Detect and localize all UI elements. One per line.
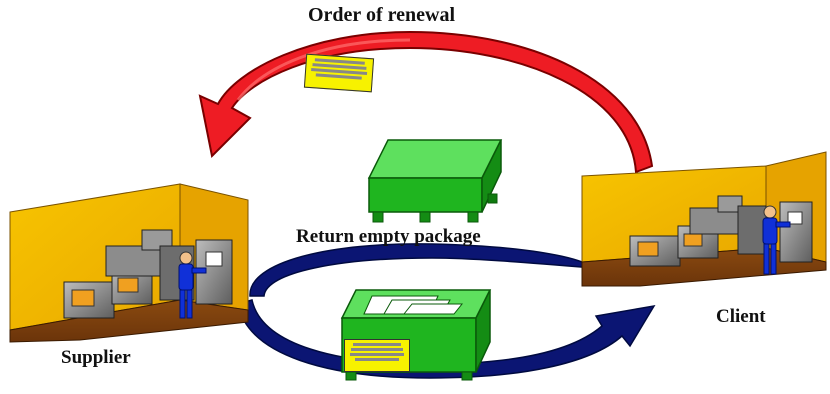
diagram-title: Order of renewal bbox=[308, 4, 456, 26]
return-empty-package-label: Return empty package bbox=[296, 226, 481, 247]
kanban-card-icon bbox=[303, 53, 375, 93]
client-operator-icon bbox=[762, 205, 791, 275]
supplier-workshop-icon bbox=[9, 183, 249, 343]
empty-container-icon bbox=[367, 139, 503, 223]
kanban-card-icon bbox=[344, 339, 410, 372]
client-label: Client bbox=[716, 306, 766, 327]
full-container-icon bbox=[340, 289, 492, 381]
supplier-label: Supplier bbox=[61, 347, 131, 368]
renewal-arrow bbox=[198, 30, 654, 174]
supplier-operator-icon bbox=[178, 251, 207, 319]
client-workshop-icon bbox=[581, 151, 827, 287]
